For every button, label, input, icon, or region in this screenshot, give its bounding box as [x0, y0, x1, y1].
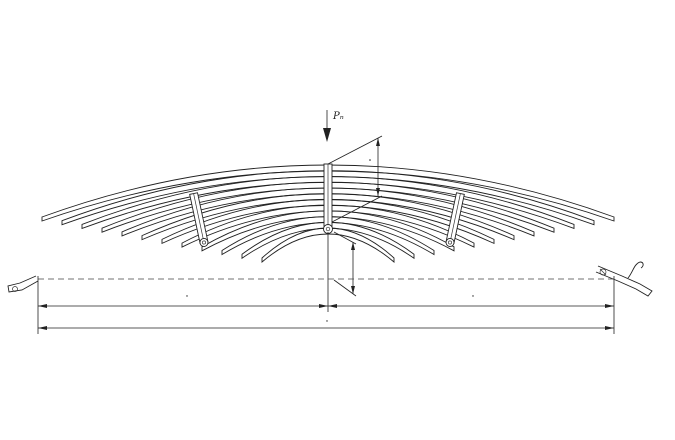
half-span-dimensions: [37, 276, 615, 334]
spring-leaf: [141, 193, 515, 241]
right-eye: [595, 261, 653, 297]
load-arrow: [323, 110, 331, 142]
center-bolt: [323, 163, 333, 234]
left-eye: [7, 275, 39, 293]
upper-camber-dimension: [327, 135, 383, 223]
lower-camber-dimension: [333, 231, 357, 297]
spring-leaf: [181, 204, 475, 248]
spring-leaf: [201, 210, 455, 252]
spring-leaf: [161, 199, 495, 245]
spring-leaves: [41, 164, 615, 263]
spring-leaf: [101, 181, 555, 233]
left-clip: [189, 192, 209, 247]
spring-leaf: [61, 170, 595, 226]
overall-span-dimension: [38, 320, 614, 330]
spring-leaf: [221, 216, 435, 256]
load-label: Pₙ: [332, 111, 344, 122]
right-clip: [445, 192, 465, 247]
spring-leaf: [41, 164, 615, 222]
spring-leaf: [121, 187, 535, 237]
spring-leaf: [81, 176, 575, 230]
spring-leaf: [241, 221, 415, 260]
spring-leaf: [261, 227, 395, 263]
